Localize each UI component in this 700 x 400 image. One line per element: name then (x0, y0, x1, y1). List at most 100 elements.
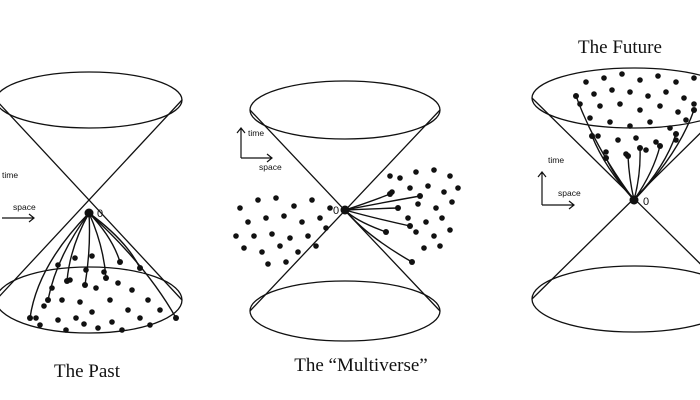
trajectory-end-dot (173, 315, 179, 321)
trajectory-end-dot (137, 265, 143, 271)
event-dot (437, 243, 443, 249)
event-dot (431, 233, 437, 239)
trajectory-end-dot (417, 193, 423, 199)
event-dot (587, 115, 593, 121)
event-dot (421, 245, 427, 251)
event-dot (245, 219, 251, 225)
event-dot (675, 109, 681, 115)
trajectory-line (29, 212, 90, 319)
event-dot (691, 75, 697, 81)
event-dot (49, 285, 55, 291)
past-cone-rim (531, 265, 700, 333)
axis-arrows (537, 171, 575, 210)
trajectory-line (344, 209, 387, 233)
trajectory-end-dot (82, 282, 88, 288)
event-dot (447, 227, 453, 233)
trajectory-line (47, 212, 90, 301)
event-dot (657, 103, 663, 109)
trajectory-line (633, 145, 661, 201)
event-dot (115, 280, 121, 286)
event-dot (673, 137, 679, 143)
caption-future: The Future (578, 37, 662, 58)
event-dot (273, 195, 279, 201)
event-dot (241, 245, 247, 251)
event-dot (577, 101, 583, 107)
event-dot (667, 125, 673, 131)
event-dot (627, 123, 633, 129)
panel-future: time space 0 The Future (531, 37, 700, 333)
event-dot (41, 303, 47, 309)
event-dot (413, 229, 419, 235)
event-dot (405, 215, 411, 221)
origin-point (84, 208, 94, 218)
trajectories (27, 212, 179, 321)
event-dot (595, 133, 601, 139)
axis-time-label: time (2, 170, 18, 180)
event-dot (645, 93, 651, 99)
origin-label: 0 (333, 205, 339, 217)
trajectory-line (575, 95, 635, 201)
event-dot (283, 259, 289, 265)
trajectory-line (344, 209, 411, 227)
event-dot (449, 199, 455, 205)
trajectory-line (344, 209, 413, 263)
panel-past: time space 0 The Past (0, 71, 183, 382)
event-dot (101, 269, 107, 275)
event-dot (447, 173, 453, 179)
events (233, 167, 461, 267)
event-dot (72, 255, 78, 261)
event-dot (603, 149, 609, 155)
event-dot (633, 135, 639, 141)
event-dot (623, 151, 629, 157)
event-dot (67, 277, 73, 283)
event-dot (389, 189, 395, 195)
axis-arrows (236, 127, 273, 163)
trajectory-end-dot (637, 145, 643, 151)
trajectory-end-dot (409, 259, 415, 265)
future-cone-rim (249, 80, 441, 140)
event-dot (653, 139, 659, 145)
event-dot (323, 225, 329, 231)
event-dot (407, 185, 413, 191)
event-dot (269, 231, 275, 237)
event-dot (683, 117, 689, 123)
event-dot (617, 101, 623, 107)
event-dot (387, 173, 393, 179)
event-dot (291, 203, 297, 209)
trajectory-end-dot (603, 155, 609, 161)
event-dot (601, 75, 607, 81)
event-dot (317, 215, 323, 221)
event-dot (251, 233, 257, 239)
space-arrow (2, 213, 35, 223)
event-dot (655, 73, 661, 79)
event-dot (637, 107, 643, 113)
event-dot (125, 307, 131, 313)
event-dot (147, 322, 153, 328)
event-dot (263, 215, 269, 221)
axis-time-label: time (248, 128, 264, 138)
event-dot (277, 243, 283, 249)
event-dot (305, 233, 311, 239)
trajectory-end-dot (573, 93, 579, 99)
event-dot (691, 101, 697, 107)
event-dot (309, 197, 315, 203)
events (33, 253, 163, 333)
axes: time space (537, 155, 581, 210)
event-dot (145, 297, 151, 303)
event-dot (281, 213, 287, 219)
event-dot (95, 325, 101, 331)
trajectory-end-dot (407, 223, 413, 229)
trajectory-line (605, 157, 635, 201)
future-cone-rim (0, 71, 183, 129)
trajectory-end-dot (589, 133, 595, 139)
axes: time space (236, 127, 282, 172)
trajectory-line (88, 212, 177, 319)
axis-space-label: space (13, 202, 36, 212)
event-dot (233, 233, 239, 239)
caption-past: The Past (54, 361, 121, 382)
trajectories (573, 93, 697, 201)
axes: time space (2, 170, 36, 223)
event-dot (237, 205, 243, 211)
trajectory-line (84, 212, 91, 286)
